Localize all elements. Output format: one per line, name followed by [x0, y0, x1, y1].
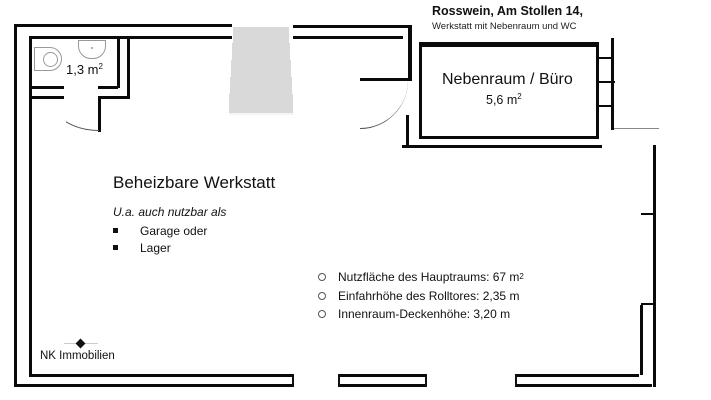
outer-wall-right	[653, 145, 656, 387]
outer-wall-top-left	[14, 24, 232, 27]
window-mullion-2	[599, 81, 615, 83]
list-item: Lager	[113, 239, 207, 256]
nebenraum-name: Nebenraum / Büro	[442, 71, 573, 88]
nebenraum-wall-bottom	[419, 136, 599, 139]
circle-bullet-icon	[318, 310, 326, 319]
fact-item: Einfahrhöhe des Rolltores: 2,35 m	[318, 287, 524, 306]
wc-wall-right-outer	[127, 36, 130, 96]
window-bottom-1	[292, 374, 340, 387]
wc-wall-bottom-right	[98, 86, 118, 89]
outer-wall-left	[14, 24, 17, 384]
inner-wall-left	[29, 36, 32, 376]
usage-item-label: Lager	[140, 240, 171, 255]
nebenraum-wall-top	[419, 42, 599, 47]
inner-wall-right-stub2	[641, 303, 653, 305]
nebenraum-wall-right-outer	[611, 38, 614, 130]
circle-bullet-icon	[318, 291, 326, 300]
circle-bullet-icon	[318, 273, 326, 282]
listing-subtitle: Werkstatt mit Nebenraum und WC	[432, 21, 577, 32]
fact-text: Einfahrhöhe des Rolltores: 2,35 m	[338, 288, 520, 303]
list-item: Garage oder	[113, 222, 207, 239]
listing-title: Rosswein, Am Stollen 14,	[432, 4, 583, 18]
nebenraum-wall-left	[419, 42, 422, 137]
fact-item: Innenraum-Deckenhöhe: 3,20 m	[318, 305, 524, 324]
square-bullet-icon	[113, 245, 118, 250]
nebenraum-wall-left-outer	[408, 28, 412, 80]
fact-text: Innenraum-Deckenhöhe: 3,20 m	[338, 307, 511, 322]
werkstatt-usage-list: Garage oder Lager	[113, 222, 207, 256]
toilet-icon	[34, 47, 62, 71]
diamond-logo-icon	[75, 338, 86, 349]
wc-wall-right	[117, 36, 120, 88]
sink-icon	[78, 40, 106, 59]
fact-text: Nutzfläche des Hauptraums: 67 m	[338, 270, 520, 285]
wc-wall-bottom-left	[32, 86, 64, 89]
wc-area-label: 1,3 m2	[66, 62, 103, 77]
wall-lower-right-segment	[402, 145, 602, 148]
wc-wall-lower-stub	[98, 96, 101, 132]
nebenraum-wall-left-outer2	[406, 115, 409, 148]
window-mullion-1	[599, 57, 611, 59]
nebenraum-area-label: 5,6 m2	[486, 92, 522, 108]
logo-text: NK Immobilien	[40, 350, 115, 362]
werkstatt-name: Beheizbare Werkstatt	[113, 173, 276, 192]
door-swing-icon-nebenraum	[360, 80, 408, 129]
werkstatt-usage-intro: U.a. auch nutzbar als	[113, 205, 227, 219]
usage-item-label: Garage oder	[140, 223, 208, 238]
nebenraum-door-header	[360, 78, 412, 81]
inner-wall-top-left	[29, 36, 232, 39]
nebenraum-wall-right	[596, 42, 599, 139]
inner-wall-right-stub	[641, 213, 653, 215]
inner-wall-top-right	[293, 36, 403, 39]
wc-wall-bottom-left2	[32, 96, 64, 99]
inner-wall-right-lower	[640, 305, 643, 375]
window-mullion-3	[599, 105, 611, 107]
wall-faint-line	[614, 128, 659, 129]
wc-wall-bottom-right2	[98, 96, 130, 99]
square-bullet-icon	[113, 228, 118, 233]
outer-wall-top-right	[293, 25, 412, 28]
window-bottom-2	[425, 374, 517, 387]
